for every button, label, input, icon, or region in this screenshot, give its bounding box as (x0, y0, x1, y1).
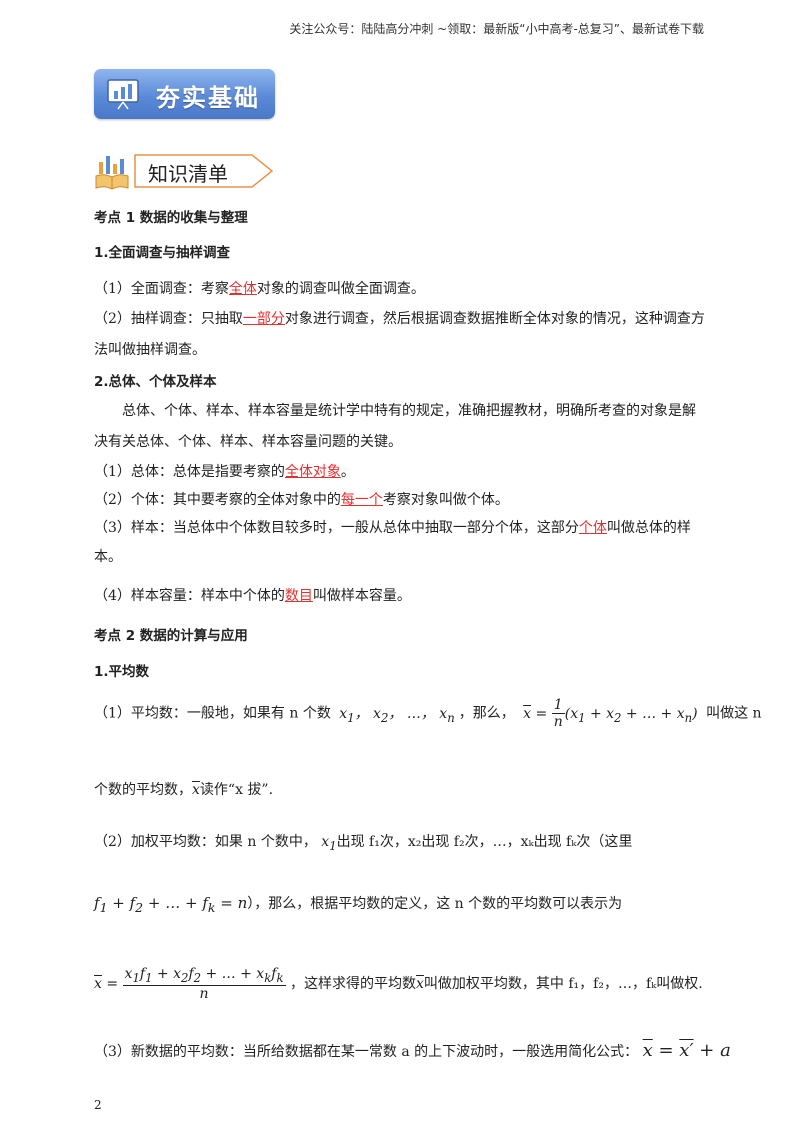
header-note: 关注公众号：陆陆高分冲刺 ~领取：最新版“小中高考-总复习”、最新试卷下载 (289, 22, 704, 36)
kp2-m2-cont: f1 + f2 + … + fk = n），那么，根据平均数的定义，这 n 个数… (94, 894, 623, 915)
kp2-title: 考点 2 数据的计算与应用 (94, 628, 248, 644)
formula-x1: x1 (321, 834, 337, 853)
book-chart-icon (95, 156, 129, 190)
kp1-s2-title: 2.总体、个体及样本 (94, 374, 217, 390)
formula-weights-sum: f1 + f2 + … + fk = n (94, 894, 248, 915)
section-tag-label: 知识清单 (148, 162, 228, 186)
kp1-title: 考点 1 数据的收集与整理 (94, 210, 248, 226)
section-tag: 知识清单 (134, 154, 274, 188)
section-banner: 夯实基础 (94, 69, 275, 119)
kp1-p2: （2）抽样调查：只抽取一部分对象进行调查，然后根据调查数据推断全体对象的情况，这… (94, 311, 705, 327)
presentation-chart-icon (107, 79, 139, 110)
kp1-q2: （2）个体：其中要考察的全体对象中的每一个考察对象叫做个体。 (94, 492, 509, 508)
banner-title: 夯实基础 (156, 84, 260, 112)
kp1-q4: （4）样本容量：样本中个体的数目叫做样本容量。 (94, 588, 411, 604)
page-number: 2 (94, 1098, 102, 1112)
kp2-m2: （2）加权平均数：如果 n 个数中， x1出现 f₁次，x₂出现 f₂次，…，x… (94, 834, 633, 853)
kp2-m1: （1）平均数：一般地，如果有 n 个数 x1， x2， …， xn，那么， x … (94, 697, 762, 730)
kp1-q3: （3）样本：当总体中个体数目较多时，一般从总体中抽取一部分个体，这部分个体叫做总… (94, 520, 691, 536)
formula-xbar-2: x (416, 975, 424, 992)
kp1-p2-cont: 法叫做抽样调查。 (94, 342, 206, 358)
kp2-m3: （3）新数据的平均数：当所给数据都在某一常数 a 的上下波动时，一般选用简化公式… (94, 1040, 731, 1061)
formula-x-list: x1， x2， …， xn (339, 705, 455, 725)
formula-xbar: x (192, 782, 200, 798)
kp2-s1-title: 1.平均数 (94, 664, 150, 680)
kp2-m1-cont: 个数的平均数，x读作“x 拔”. (94, 782, 274, 798)
kp1-q3-cont: 本。 (94, 549, 122, 565)
kp1-intro-2: 决有关总体、个体、样本、样本容量问题的关键。 (94, 434, 402, 450)
kp1-intro-1: 总体、个体、样本、样本容量是统计学中特有的规定，准确把握教材，明确所考查的对象是… (122, 403, 696, 419)
kp1-q1: （1）总体：总体是指要考察的全体对象。 (94, 464, 355, 480)
kp1-s1-title: 1.全面调查与抽样调查 (94, 245, 231, 261)
kp1-p1: （1）全面调查：考察全体对象的调查叫做全面调查。 (94, 281, 425, 297)
formula-shift-mean: x = x′ + a (642, 1040, 731, 1061)
